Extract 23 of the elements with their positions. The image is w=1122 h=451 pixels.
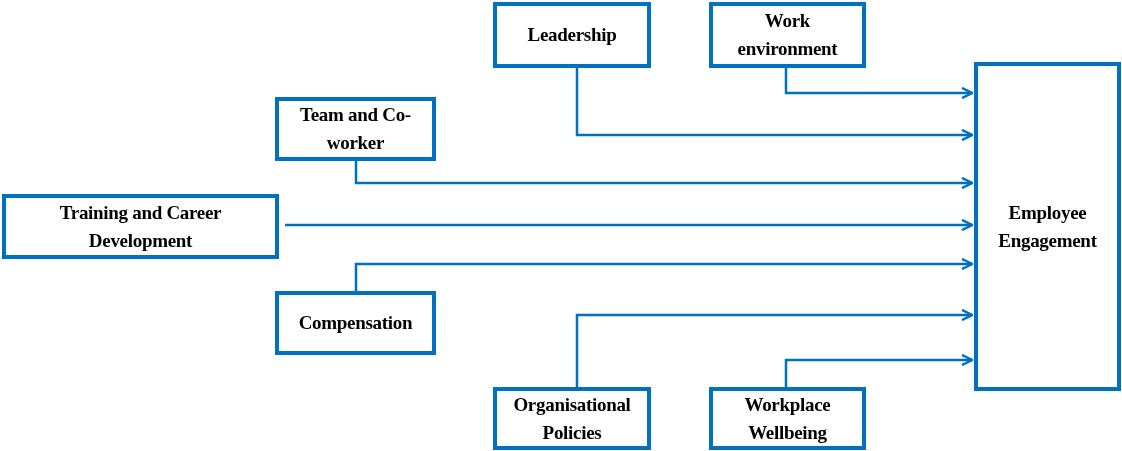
arrow xyxy=(575,68,974,142)
process-box xyxy=(974,62,1121,391)
process-box xyxy=(709,387,866,450)
process-box xyxy=(493,2,651,68)
arrow xyxy=(354,257,974,291)
arrow xyxy=(285,218,974,232)
arrow xyxy=(575,308,974,387)
process-box xyxy=(275,291,436,355)
box-label: Compensation xyxy=(298,311,413,335)
box-label: Team and Co-worker xyxy=(299,103,412,155)
box-label: Work environment xyxy=(736,9,839,61)
process-box xyxy=(493,387,651,450)
box-label: Training and Career Development xyxy=(58,200,223,253)
process-box xyxy=(275,97,436,161)
process-box xyxy=(2,194,279,259)
box-label: Employee Engagement xyxy=(997,200,1098,253)
arrow xyxy=(784,353,974,387)
box-label: Leadership xyxy=(527,23,617,47)
arrow xyxy=(784,68,974,100)
box-label: Workplace Wellbeing xyxy=(743,392,832,445)
process-box xyxy=(709,2,866,68)
arrow xyxy=(354,161,974,190)
box-label: Organisational Policies xyxy=(512,392,632,445)
